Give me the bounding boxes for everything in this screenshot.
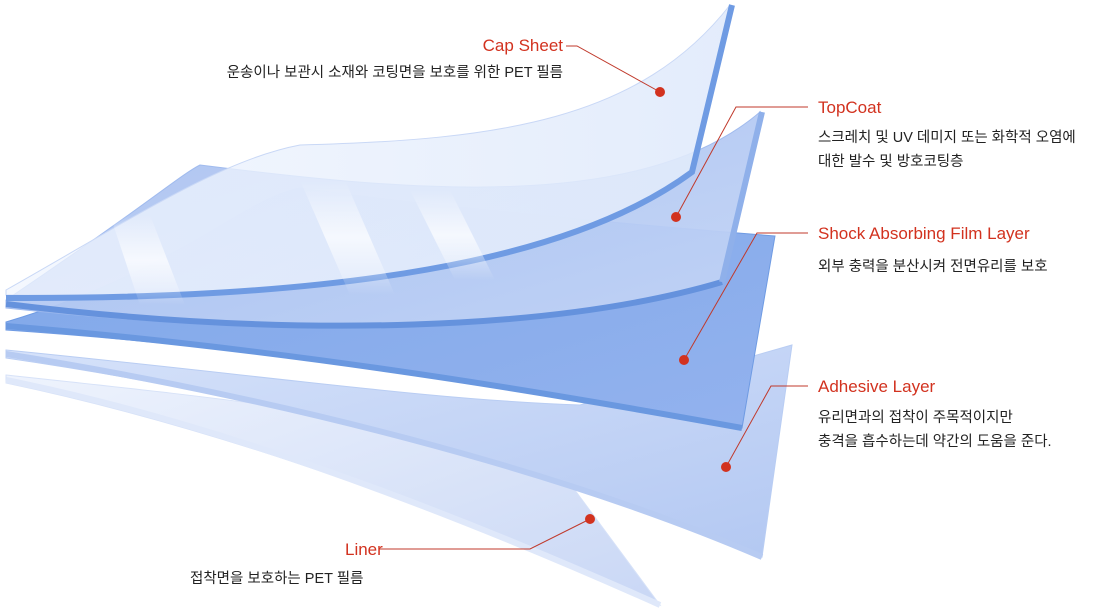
shine-3 — [410, 190, 495, 280]
topcoat-edge — [5, 279, 723, 329]
shine-2 — [300, 180, 395, 295]
adhesive-desc-line1: 유리면과의 접착이 주목적이지만 — [818, 410, 1013, 426]
liner-desc: 접착면을 보호하는 PET 필름 — [190, 571, 364, 587]
adhesive-edge — [5, 351, 764, 560]
label-cap-sheet: Cap Sheet 운송이나 보관시 소재와 코팅면을 보호를 위한 PET 필… — [227, 35, 563, 85]
shock-desc: 외부 충력을 분산시켜 전면유리를 보호 — [818, 259, 1048, 275]
leader-shock — [679, 232, 808, 365]
label-topcoat: TopCoat 스크레치 및 UV 데미지 또는 화학적 오염에 대한 발수 및… — [818, 97, 1076, 174]
shock-title: Shock Absorbing Film Layer — [818, 224, 1030, 243]
shock-edge — [5, 323, 743, 431]
cap-sheet-title: Cap Sheet — [482, 36, 563, 55]
adhesive-title: Adhesive Layer — [818, 377, 936, 396]
leader-liner — [380, 514, 595, 550]
shine-1 — [110, 215, 185, 305]
leader-cap — [566, 45, 665, 97]
adhesive-desc-line2: 충격을 흡수하는데 약간의 도움을 준다. — [818, 434, 1052, 450]
topcoat-desc-line2: 대한 발수 및 방호코팅층 — [818, 154, 964, 170]
label-adhesive: Adhesive Layer 유리면과의 접착이 주목적이지만 충격을 흡수하는… — [818, 376, 1052, 454]
leader-topcoat — [671, 106, 808, 222]
topcoat-desc-line1: 스크레치 및 UV 데미지 또는 화학적 오염에 — [818, 130, 1076, 146]
liner-edge — [5, 377, 662, 608]
liner-title: Liner — [345, 540, 383, 559]
cap-sheet-desc: 운송이나 보관시 소재와 코팅면을 보호를 위한 PET 필름 — [226, 65, 563, 81]
leader-adhesive — [721, 385, 808, 472]
label-liner: Liner 접착면을 보호하는 PET 필름 — [190, 539, 383, 591]
label-shock: Shock Absorbing Film Layer 외부 충력을 분산시켜 전… — [818, 223, 1048, 279]
topcoat-title: TopCoat — [818, 98, 882, 117]
topcoat-side-edge — [719, 111, 765, 283]
